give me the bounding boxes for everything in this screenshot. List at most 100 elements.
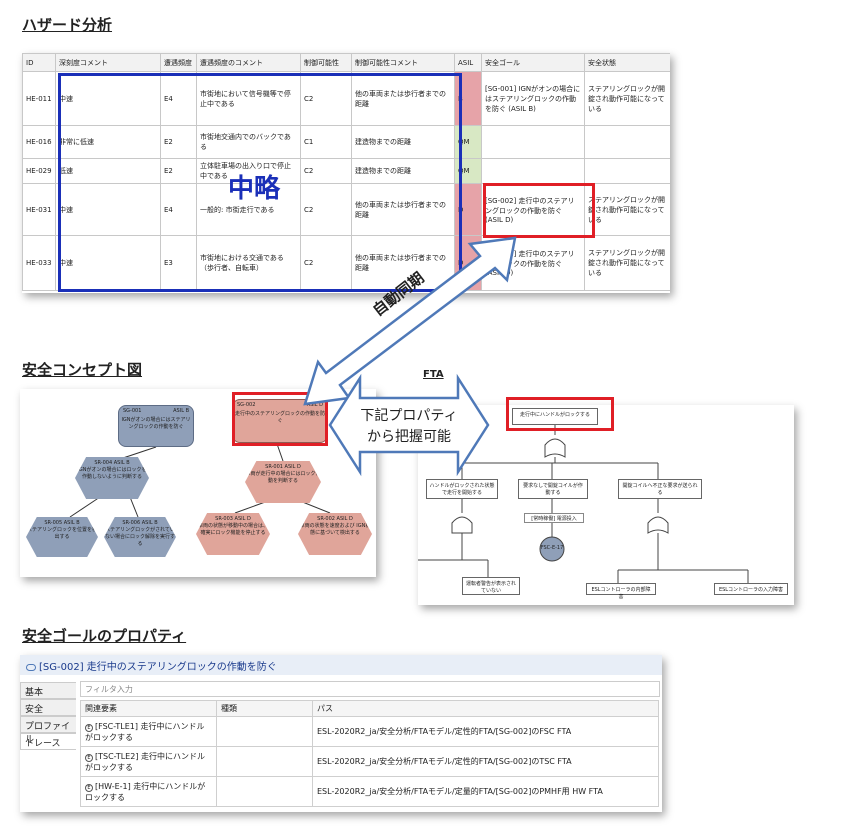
cell-frequency-comment: 市街地において信号機等で停止中である xyxy=(196,71,301,126)
col-frequency-comment[interactable]: 遭遇頻度のコメント xyxy=(196,53,301,72)
fta-event-b2[interactable]: 要求なしで開錠コイルが作動する xyxy=(518,479,588,499)
fta-event-l1[interactable]: 運転者警告が表示されていない xyxy=(462,577,520,595)
req-asil: ASIL D xyxy=(234,516,251,522)
cell-safe-state: ステアリングロックが開錠され動作可能になっている xyxy=(584,235,670,291)
cell-id: HE-031 xyxy=(22,183,56,236)
cell-related-element: E[FSC-TLE1] 走行中にハンドルがロックする xyxy=(80,716,217,747)
fta-transfer-label: FSC-E-17 xyxy=(540,545,564,551)
event-icon: E xyxy=(85,753,93,762)
requirement-sr001[interactable]: SR-001 ASIL D 車両が走行中の場合にはロック作動を判断する xyxy=(245,461,321,503)
req-asil: ASIL D xyxy=(284,464,301,470)
col-frequency[interactable]: 遭遇頻度 xyxy=(160,53,197,72)
req-text: ステアリングロックを位置を検出する xyxy=(26,527,97,540)
cell-frequency: E4 xyxy=(160,183,197,236)
cell-type xyxy=(216,776,313,807)
col-id[interactable]: ID xyxy=(22,53,56,72)
filter-input[interactable]: フィルタ入力 xyxy=(80,681,660,697)
requirement-sr002[interactable]: SR-002 ASIL D 車両の状態を速度および IGN状態に基づいて検出する xyxy=(298,513,372,555)
cell-path: ESL-2020R2_ja/安全分析/FTAモデル/定性的FTA/[SG-002… xyxy=(312,716,659,747)
col-related-element[interactable]: 関連要素 xyxy=(80,700,217,717)
cell-id: HE-029 xyxy=(22,158,56,184)
event-icon: E xyxy=(85,723,93,732)
col-path[interactable]: パス xyxy=(312,700,659,717)
req-text: 車両の状態が移動中の場合は、確実にロック機能を停止する xyxy=(197,523,268,536)
table-row[interactable]: HE-011 中速 E4 市街地において信号機等で停止中である C2 他の車両ま… xyxy=(22,71,670,126)
tab-basic[interactable]: 基本 xyxy=(20,682,76,699)
fta-top-highlight xyxy=(506,397,614,431)
cell-controllability: C2 xyxy=(300,71,352,126)
goal-id: SG-001 xyxy=(123,408,142,414)
goal-sg001[interactable]: SG-001 ASIL B IGNがオンの場合にはステアリングロックの作動を防ぐ xyxy=(118,405,194,447)
element-label: [HW-E-1] 走行中にハンドルがロックする xyxy=(85,781,206,802)
req-asil: ASIL B xyxy=(63,520,80,526)
goal-id: SG-002 xyxy=(237,402,256,408)
cell-controllability: C1 xyxy=(300,125,352,159)
cell-id: HE-016 xyxy=(22,125,56,159)
hazard-header-row: ID 深刻度コメント 遭遇頻度 遭遇頻度のコメント 制御可能性 制御可能性コメン… xyxy=(22,53,670,72)
req-id: SR-006 xyxy=(122,520,141,526)
sg002-highlight-box xyxy=(483,183,595,238)
properties-header: [SG-002] 走行中のステアリングロックの作動を防ぐ xyxy=(20,655,662,675)
col-safety-goal[interactable]: 安全ゴール xyxy=(481,53,585,72)
cell-controllability: C2 xyxy=(300,158,352,184)
table-row[interactable]: E[HW-E-1] 走行中にハンドルがロックする ESL-2020R2_ja/安… xyxy=(80,776,659,807)
properties-panel: [SG-002] 走行中のステアリングロックの作動を防ぐ 基本 安全 プロファイ… xyxy=(20,655,662,812)
hazard-analysis-title: ハザード分析 xyxy=(22,16,113,34)
safety-goal-icon xyxy=(26,663,36,671)
fta-event-b1[interactable]: ハンドルがロックされた状態で走行を開始する xyxy=(426,479,498,499)
event-icon: E xyxy=(85,783,93,792)
element-label: [FSC-TLE1] 走行中にハンドルがロックする xyxy=(85,721,205,742)
fta-event-l2[interactable]: ESLコントローラの内部障害 xyxy=(586,583,656,600)
callout-line1: 下記プロパティ xyxy=(360,408,458,424)
omitted-label: 中略 xyxy=(228,174,281,204)
req-id: SR-005 xyxy=(44,520,63,526)
req-id: SR-002 xyxy=(317,516,335,522)
col-controllability-comment[interactable]: 制御可能性コメント xyxy=(351,53,455,72)
req-text: ステアリングロックがされていない場合にロック解除を実行する xyxy=(104,527,175,547)
table-row[interactable]: E[TSC-TLE2] 走行中にハンドルがロックする ESL-2020R2_ja… xyxy=(80,746,659,777)
cell-id: HE-011 xyxy=(22,71,56,126)
cell-safe-state xyxy=(584,125,670,159)
callout-line2: から把握可能 xyxy=(367,429,451,445)
col-severity-comment[interactable]: 深刻度コメント xyxy=(55,53,161,72)
sg002-diagram-highlight xyxy=(232,392,328,446)
properties-tabs: 基本 安全 プロファイル トレース xyxy=(20,682,76,750)
tab-profile[interactable]: プロファイル xyxy=(20,716,76,745)
cell-path: ESL-2020R2_ja/安全分析/FTAモデル/定性的FTA/[SG-002… xyxy=(312,746,659,777)
cell-id: HE-033 xyxy=(22,235,56,291)
goal-asil: ASIL B xyxy=(173,408,189,414)
cell-related-element: E[HW-E-1] 走行中にハンドルがロックする xyxy=(80,776,217,807)
fta-basic-event[interactable]: [常時稼働] 電源投入 xyxy=(524,513,584,523)
req-asil: ASIL B xyxy=(113,460,130,466)
goal-text: IGNがオンの場合にはステアリングロックの作動を防ぐ xyxy=(121,417,191,430)
table-row[interactable]: E[FSC-TLE1] 走行中にハンドルがロックする ESL-2020R2_ja… xyxy=(80,716,659,747)
fta-event-l3[interactable]: ESLコントローラの入力障害 xyxy=(714,583,788,595)
requirement-sr004[interactable]: SR-004 ASIL B IGNがオンの場合にはロックを作動しないように判断す… xyxy=(75,457,149,499)
requirement-sr006[interactable]: SR-006 ASIL B ステアリングロックがされていない場合にロック解除を実… xyxy=(104,517,176,557)
cell-safe-state: ステアリングロックが開錠され動作可能になっている xyxy=(584,183,670,236)
col-controllability[interactable]: 制御可能性 xyxy=(300,53,352,72)
cell-controllability: C2 xyxy=(300,183,352,236)
cell-path: ESL-2020R2_ja/安全分析/FTAモデル/定量的FTA/[SG-002… xyxy=(312,776,659,807)
tab-trace[interactable]: トレース xyxy=(20,733,76,750)
cell-safety-goal: [SG-001] IGNがオンの場合にはステアリングロックの作動を防ぐ (ASI… xyxy=(481,71,585,126)
cell-frequency: E4 xyxy=(160,71,197,126)
table-row[interactable]: HE-029 低速 E2 立体駐車場の出入り口で停止中である C2 建造物までの… xyxy=(22,158,670,184)
cell-severity: 中速 xyxy=(55,235,161,291)
req-text: IGNがオンの場合にはロックを作動しないように判断する xyxy=(77,467,147,480)
requirement-sr005[interactable]: SR-005 ASIL B ステアリングロックを位置を検出する xyxy=(26,517,98,557)
col-safe-state[interactable]: 安全状態 xyxy=(584,53,670,72)
properties-title: 安全ゴールのプロパティ xyxy=(22,627,187,645)
tab-safety[interactable]: 安全 xyxy=(20,699,76,716)
fta-top-event[interactable]: 走行中にハンドルがロックする xyxy=(512,408,598,425)
requirement-sr003[interactable]: SR-003 ASIL D 車両の状態が移動中の場合は、確実にロック機能を停止す… xyxy=(196,513,270,555)
fta-event-b3[interactable]: 開錠コイルへ不正な要求が送られる xyxy=(618,479,702,499)
element-label: [TSC-TLE2] 走行中にハンドルがロックする xyxy=(85,751,205,772)
cell-controllability-comment: 他の車両または歩行者までの距離 xyxy=(351,183,455,236)
cell-frequency: E2 xyxy=(160,125,197,159)
properties-header-text: [SG-002] 走行中のステアリングロックの作動を防ぐ xyxy=(39,662,277,673)
col-type[interactable]: 種類 xyxy=(216,700,313,717)
cell-safe-state: ステアリングロックが開錠され動作可能になっている xyxy=(584,71,670,126)
col-asil[interactable]: ASIL xyxy=(454,53,482,72)
